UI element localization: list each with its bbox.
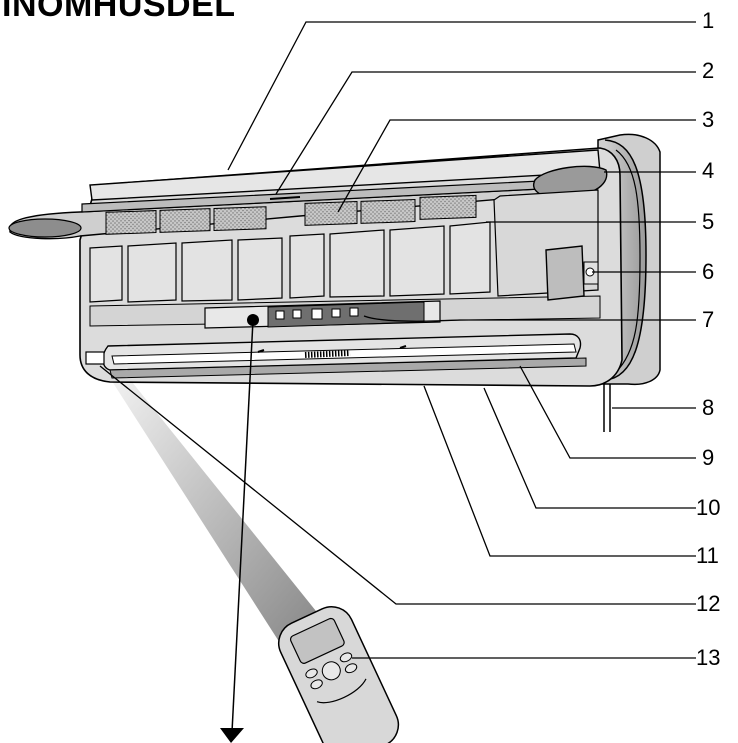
callout-10: 10 (696, 495, 721, 520)
signal-receiver (85, 351, 105, 365)
remote-control (277, 606, 400, 743)
infrared-beam (108, 372, 328, 640)
arrow-head (220, 728, 244, 743)
callout-2: 2 (702, 58, 715, 83)
callout-9: 9 (702, 445, 715, 470)
operation-panel (89, 295, 601, 329)
callout-3: 3 (702, 107, 715, 132)
air-outlet (102, 333, 587, 379)
callout-8: 8 (702, 395, 715, 420)
indoor-unit-body (8, 133, 661, 432)
arrow-line (231, 319, 254, 733)
callout-7: 7 (702, 307, 715, 332)
callout-1: 1 (702, 8, 715, 33)
callout-6: 6 (702, 259, 715, 284)
leader-lines (99, 21, 696, 659)
callout-11: 11 (696, 543, 719, 568)
callout-5: 5 (702, 209, 715, 234)
callout-4: 4 (702, 158, 715, 183)
callout-13: 13 (696, 645, 721, 670)
page-title: INOMHUSDEL (2, 0, 236, 24)
air-filters (105, 194, 477, 235)
callout-12: 12 (696, 591, 721, 616)
